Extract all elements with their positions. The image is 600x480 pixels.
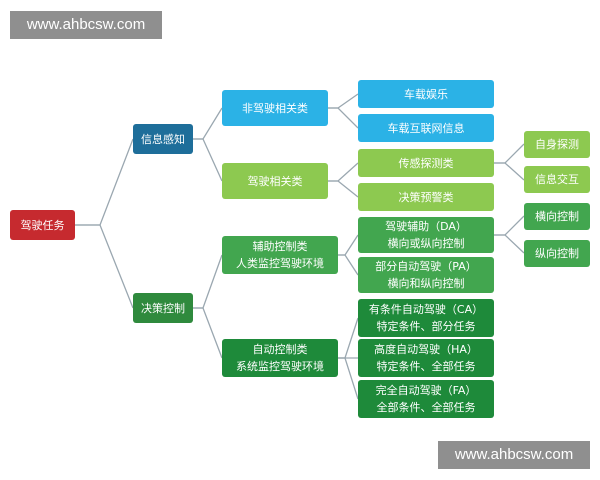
watermark-bottom: www.ahbcsw.com [438, 441, 590, 469]
perception-node: 信息感知 [133, 124, 193, 154]
pa-line2: 横向和纵向控制 [387, 277, 465, 290]
control-node: 决策控制 [133, 293, 193, 323]
assist-control-line2: 人类监控驾驶环境 [236, 257, 324, 270]
assist-control-node: 辅助控制类 人类监控驾驶环境 [222, 236, 338, 274]
non-driving-node: 非驾驶相关类 [222, 90, 328, 126]
ha-node: 高度自动驾驶（HA） 特定条件、全部任务 [358, 339, 494, 377]
fa-line2: 全部条件、全部任务 [376, 401, 476, 414]
sensing-node: 传感探测类 [358, 149, 494, 177]
self-detection-node: 自身探测 [524, 131, 590, 158]
info-interaction-node: 信息交互 [524, 166, 590, 193]
warning-node: 决策预警类 [358, 183, 494, 211]
longitudinal-control-node: 纵向控制 [524, 240, 590, 267]
internet-info-node: 车载互联网信息 [358, 114, 494, 142]
connector-auto-ca [338, 317, 359, 359]
connector-auto-fa [338, 357, 359, 400]
connector-driving-warning [328, 180, 359, 198]
assist-control-line1: 辅助控制类 [252, 240, 308, 253]
pa-line1: 部分自动驾驶（PA） [375, 260, 477, 273]
driving-node: 驾驶相关类 [222, 163, 328, 199]
ca-line1: 有条件自动驾驶（CA） [368, 303, 484, 316]
pa-node: 部分自动驾驶（PA） 横向和纵向控制 [358, 257, 494, 293]
connector-nondriving-internet [328, 107, 359, 129]
connector-assist-pa [338, 254, 359, 276]
ca-line2: 特定条件、部分任务 [376, 320, 476, 333]
lateral-control-node: 横向控制 [524, 203, 590, 230]
connector-da-longitudinal [494, 234, 525, 254]
ha-line1: 高度自动驾驶（HA） [374, 343, 478, 356]
connector-assist-da [338, 234, 359, 256]
ha-line2: 特定条件、全部任务 [376, 360, 476, 373]
auto-control-line1: 自动控制类 [252, 343, 308, 356]
connector-da-lateral [494, 215, 525, 236]
entertainment-node: 车载娱乐 [358, 80, 494, 108]
connector-driving-sensing [328, 162, 359, 182]
connector-perception-driving [193, 138, 223, 182]
da-line1: 驾驶辅助（DA） [385, 220, 467, 233]
auto-control-node: 自动控制类 系统监控驾驶环境 [222, 339, 338, 377]
ca-node: 有条件自动驾驶（CA） 特定条件、部分任务 [358, 299, 494, 337]
auto-control-line2: 系统监控驾驶环境 [236, 360, 324, 373]
connector-control-auto [193, 307, 223, 359]
watermark-top: www.ahbcsw.com [10, 11, 162, 39]
da-node: 驾驶辅助（DA） 横向或纵向控制 [358, 217, 494, 253]
connector-control-assist [193, 254, 223, 309]
da-line2: 横向或纵向控制 [387, 237, 465, 250]
fa-node: 完全自动驾驶（FA） 全部条件、全部任务 [358, 380, 494, 418]
root-node: 驾驶任务 [10, 210, 75, 240]
fa-line1: 完全自动驾驶（FA） [375, 384, 477, 397]
connector-sensing-interaction [494, 162, 525, 181]
connector-perception-nondriving [193, 107, 223, 140]
connector-root-perception [75, 138, 134, 226]
connector-sensing-self [494, 143, 525, 164]
connector-root-control [75, 224, 134, 309]
connector-nondriving-entertainment [328, 93, 359, 109]
